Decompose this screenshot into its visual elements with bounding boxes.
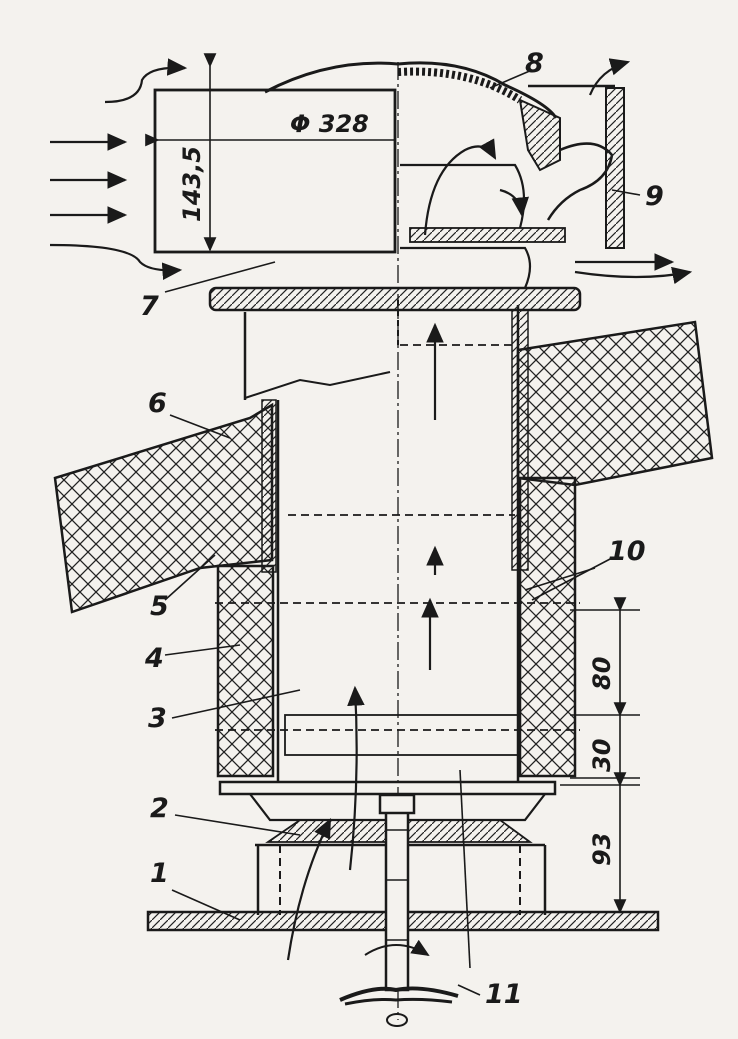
top-flange [208, 286, 582, 312]
insulation-right-wall [516, 320, 714, 778]
dimension-spacing-upper: 80 [588, 657, 616, 690]
airflow-arrows [49, 58, 693, 961]
ventilation-cap [153, 61, 625, 289]
part-label-8: 8 [525, 48, 544, 79]
dimension-cap-height: 143,5 [178, 146, 206, 222]
part-label-10: 10 [608, 536, 646, 567]
insulation-left-wall [53, 402, 275, 778]
part-label-11: 11 [485, 979, 523, 1010]
part-label-4: 4 [144, 643, 164, 674]
part-label-7: 7 [140, 291, 159, 322]
adjusting-screw [339, 793, 459, 1027]
dimension-lines [145, 53, 640, 914]
dimension-base-height: 93 [588, 833, 616, 866]
part-label-2: 2 [150, 793, 169, 824]
leader-lines [164, 69, 641, 996]
dimension-spacing-lower: 30 [588, 739, 616, 772]
sleeve-walls [261, 309, 529, 573]
part-label-9: 9 [645, 181, 664, 212]
part-label-3: 3 [148, 703, 167, 734]
part-label-5: 5 [150, 591, 169, 622]
part-label-6: 6 [148, 388, 167, 419]
dimension-diameter: Φ 328 [290, 110, 369, 138]
part-label-1: 1 [150, 858, 169, 889]
